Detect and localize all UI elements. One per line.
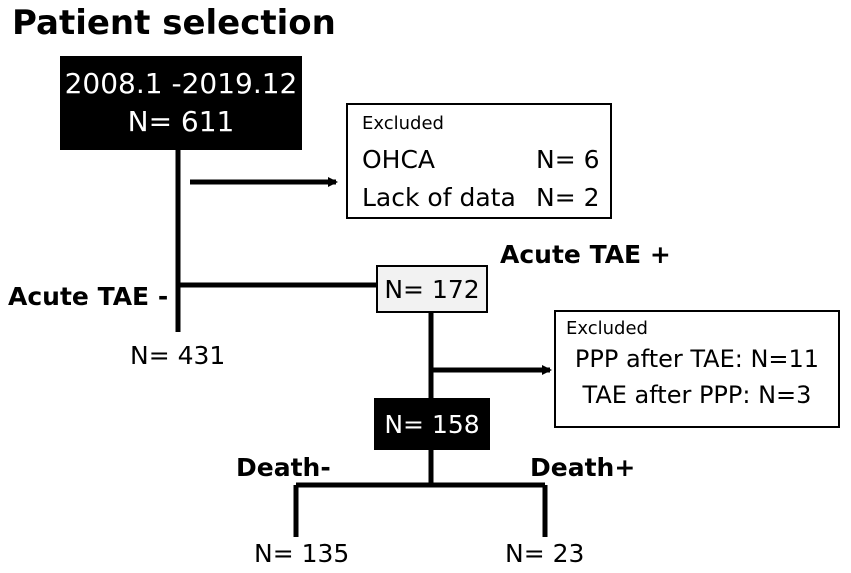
exclusion-1-header: Excluded xyxy=(362,113,444,134)
final-box: N= 158 xyxy=(374,398,490,450)
exclusion-1-ohca-label: OHCA xyxy=(362,145,436,174)
exclusion-box-1: Excluded OHCA N= 6 Lack of data N= 2 xyxy=(346,103,612,219)
exclusion-2-tae-after-ppp: TAE after PPP: N=3 xyxy=(582,381,812,409)
branch-right-label: Acute TAE + xyxy=(500,240,671,269)
start-box-period: 2008.1 -2019.12 xyxy=(64,67,298,101)
exclusion-2-ppp-after-tae: PPP after TAE: N=11 xyxy=(574,345,820,373)
outcome-left-count: N= 135 xyxy=(254,539,350,568)
exclusion-1-lack-value: N= 2 xyxy=(536,183,600,212)
exclusion-2-header: Excluded xyxy=(566,318,648,339)
exclusion-box-2: Excluded PPP after TAE: N=11 TAE after P… xyxy=(554,310,840,428)
branch-left-label: Acute TAE - xyxy=(8,282,169,311)
exclusion-1-lack-label: Lack of data xyxy=(362,183,516,212)
outcome-right-label: Death+ xyxy=(530,453,636,482)
outcome-left-label: Death- xyxy=(236,453,331,482)
start-box: 2008.1 -2019.12 N= 611 xyxy=(60,56,302,150)
tae-plus-box: N= 172 xyxy=(376,265,488,313)
outcome-right-count: N= 23 xyxy=(505,539,585,568)
exclusion-1-ohca-value: N= 6 xyxy=(536,145,600,174)
start-box-count: N= 611 xyxy=(127,105,235,138)
tae-plus-count: N= 172 xyxy=(384,274,480,304)
final-count: N= 158 xyxy=(384,409,480,439)
diagram-title: Patient selection xyxy=(12,3,336,43)
branch-left-count: N= 431 xyxy=(130,341,226,370)
